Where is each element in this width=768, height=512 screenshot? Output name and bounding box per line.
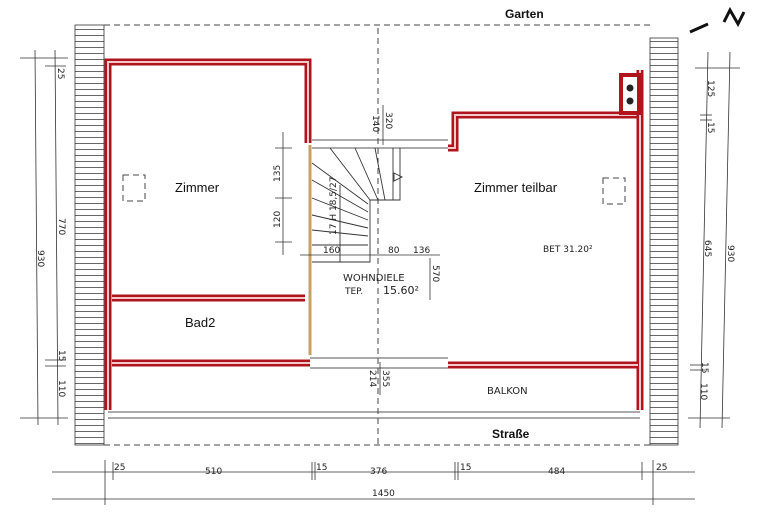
dim-balcony-2: 355 — [380, 370, 390, 387]
garden-label: Garten — [505, 7, 544, 21]
dim-right-4: 15 — [699, 362, 709, 373]
dim-bottom-total: 1450 — [372, 489, 395, 499]
room-label-zimmer-teilbar: Zimmer teilbar — [474, 180, 558, 195]
dim-stair-vertical-1: 135 — [273, 165, 283, 182]
dim-left-2: 770 — [56, 218, 66, 235]
wohndiele-area-label: TEP. — [344, 287, 363, 297]
dim-left-3: 15 — [56, 350, 66, 361]
dim-bottom-5: 15 — [460, 463, 471, 473]
dim-left-1: 25 — [55, 68, 65, 79]
right-dimension-lines — [688, 51, 740, 429]
room-label-wohndiele: WOHNDIELE — [343, 273, 405, 284]
dim-right-5: 110 — [698, 383, 708, 400]
dim-bottom-3: 15 — [316, 463, 327, 473]
dim-bottom-2: 510 — [205, 467, 222, 477]
left-party-wall — [74, 24, 105, 446]
dim-stair-horizontal-1: 160 — [323, 246, 340, 256]
dim-stair-vertical-2: 120 — [273, 211, 283, 228]
dim-left-total: 930 — [35, 250, 45, 267]
dim-top-center-1: 140 — [370, 115, 380, 132]
room-area-zimmer-teilbar: BET 31.20² — [543, 245, 593, 255]
dim-bottom-7: 25 — [656, 463, 667, 473]
wohndiele-area: 15.60² — [383, 284, 419, 297]
bottom-dimension-lines — [52, 460, 695, 505]
staircase — [311, 147, 404, 263]
skylight — [122, 174, 146, 202]
dim-bottom-6: 484 — [548, 467, 565, 477]
dim-hall-depth: 570 — [430, 265, 440, 282]
dim-right-1: 125 — [705, 80, 715, 97]
dim-right-total: 930 — [725, 245, 735, 262]
dim-right-2: 15 — [705, 122, 715, 133]
street-label: Straße — [492, 427, 530, 441]
north-arrow-icon — [689, 6, 746, 34]
walls — [104, 58, 644, 410]
room-label-zimmer: Zimmer — [175, 180, 220, 195]
room-label-bad2: Bad2 — [185, 315, 215, 330]
dim-stair-horizontal-2: 80 — [388, 246, 400, 256]
skylight — [602, 177, 626, 205]
left-dimension-lines — [20, 49, 68, 426]
dim-balcony-1: 214 — [367, 370, 377, 387]
stair-label: 17 H 18,5/27 — [329, 177, 339, 235]
dim-right-3: 645 — [702, 240, 712, 257]
chimney — [619, 73, 641, 115]
right-party-wall — [649, 37, 679, 446]
dim-top-center-2: 320 — [383, 112, 393, 129]
dim-bottom-1: 25 — [114, 463, 125, 473]
dim-stair-horizontal-3: 136 — [413, 246, 430, 256]
dim-left-4: 110 — [56, 380, 66, 397]
room-label-balkon: BALKON — [487, 386, 528, 397]
inner-dimension-lines — [275, 105, 440, 395]
dim-bottom-4: 376 — [370, 467, 387, 477]
